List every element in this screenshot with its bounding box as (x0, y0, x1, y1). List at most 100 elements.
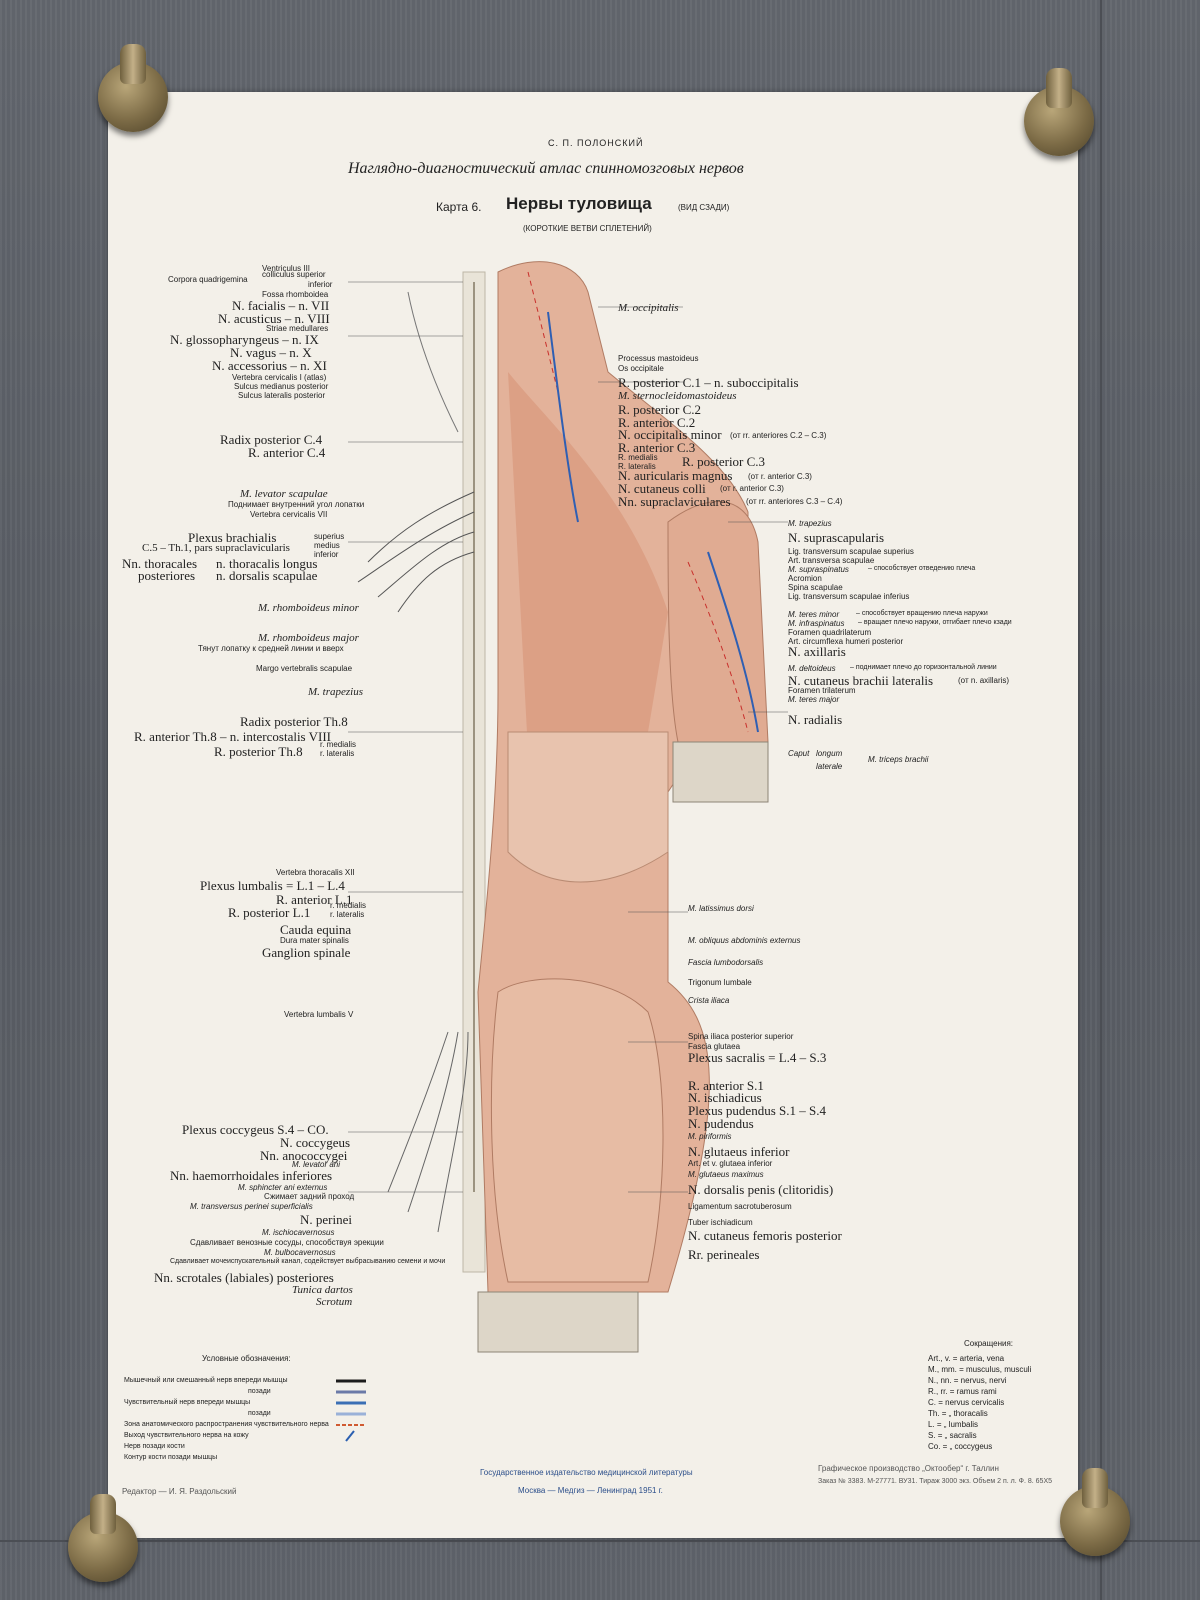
brass-weight (1024, 68, 1094, 156)
label: N. ischiadicus (688, 1090, 762, 1105)
label: Caput (788, 749, 810, 758)
floor-seam (0, 1540, 1200, 1542)
abbr-item: Th. = „ thoracalis (928, 1409, 988, 1418)
label: Ganglion spinale (262, 945, 351, 960)
label: Поднимает внутренний угол лопатки (228, 500, 365, 509)
abbr-item: C. = nervus cervicalis (928, 1398, 1005, 1407)
legend-swatches (336, 1379, 366, 1442)
abbr-item: Co. = „ coccygeus (928, 1442, 993, 1451)
label: R. posterior C.2 (618, 402, 702, 417)
map-number: Карта 6. (436, 200, 482, 214)
label: N. pudendus (688, 1116, 754, 1131)
label: colliculus superior (262, 270, 326, 279)
label: Fossa rhomboidea (262, 290, 329, 299)
label: N. axillaris (788, 644, 846, 659)
label: – способствует вращению плеча наружи (856, 610, 988, 617)
label: Vertebra cervicalis VII (250, 510, 328, 519)
view-label: (ВИД СЗАДИ) (678, 203, 730, 212)
label: – поднимает плечо до горизонтальной лини… (850, 664, 997, 671)
label: r. lateralis (330, 910, 365, 919)
label: Nn. supraclaviculares (618, 494, 731, 509)
label: N. cutaneus brachii lateralis (788, 673, 934, 688)
label: M. transversus perinei superficialis (190, 1202, 313, 1211)
label: inferior (308, 280, 333, 289)
label: M. trapezius (308, 686, 363, 698)
label: Margo vertebralis scapulae (256, 664, 353, 673)
label: M. rhomboideus minor (258, 602, 359, 614)
label: M. levator ani (292, 1160, 341, 1169)
label: M. glutaeus maximus (688, 1170, 764, 1179)
label: R. medialis (618, 453, 658, 462)
label: Сдавливает мочеиспускательный канал, сод… (170, 1258, 446, 1265)
arm-cut-end (672, 741, 769, 803)
legend-item: позади (248, 1410, 271, 1417)
label: Scrotum (316, 1296, 353, 1308)
label: Plexus brachialis (188, 530, 277, 545)
spinal-cord-drawing (357, 271, 486, 1273)
label: M. ischiocavernosus (262, 1228, 335, 1237)
label: N. occipitalis minor (618, 427, 722, 442)
label: M. deltoideus (788, 664, 836, 673)
label: R. posterior C.1 – n. suboccipitalis (618, 375, 799, 390)
label: R. lateralis (618, 462, 656, 471)
label: R. posterior C.3 (682, 454, 766, 469)
label: – вращает плечо наружи, отгибает плечо к… (858, 619, 1012, 626)
label: Plexus sacralis = L.4 – S.3 (688, 1050, 827, 1065)
label: M. supraspinatus (788, 565, 849, 574)
label: Plexus lumbalis = L.1 – L.4 (200, 878, 345, 893)
label: Plexus coccygeus S.4 – CO. (182, 1122, 329, 1137)
label: N. glossopharyngeus – n. IX (170, 332, 319, 347)
label: M. latissimus dorsi (688, 904, 754, 913)
label: n. thoracalis longus (216, 556, 318, 571)
label: Os occipitale (618, 364, 664, 373)
anatomy-poster: С. П. ПОЛОНСКИЙ Наглядно-диагностический… (108, 92, 1078, 1538)
label: Vertebra thoracalis XII (276, 868, 355, 877)
label: M. piriformis (688, 1132, 732, 1141)
label: M. sphincter ani externus (238, 1183, 328, 1192)
label: (от rr. anteriores C.3 – C.4) (746, 497, 843, 506)
label: Ventriculus III (262, 264, 311, 273)
label: Corpora quadrigemina (168, 275, 248, 284)
leg-cut-end (477, 1291, 639, 1353)
label: Tunica dartos (292, 1284, 353, 1296)
label: N. cutaneus colli (618, 481, 706, 496)
label: Nn. thoracales (122, 556, 198, 571)
label: N. suprascapularis (788, 530, 885, 545)
label: Rr. perineales (688, 1247, 760, 1262)
author: С. П. ПОЛОНСКИЙ (548, 138, 644, 148)
label: Cauda equina (280, 922, 352, 937)
abbr-item: S. = „ sacralis (928, 1431, 977, 1440)
label: R. anterior C.4 (248, 445, 326, 460)
label: posteriores (138, 568, 196, 583)
label: Dura mater spinalis (280, 936, 349, 945)
label: M. triceps brachii (868, 755, 929, 764)
label: Ligamentum sacrotuberosum (688, 1202, 792, 1211)
label: R. posterior Th.8 (214, 744, 303, 759)
label: Тянут лопатку к средней линии и вверх (198, 644, 344, 653)
label: r. medialis (320, 740, 357, 749)
label: Art. et v. glutaea inferior (688, 1159, 773, 1168)
label: M. sternocleidomastoideus (618, 390, 737, 402)
label: M. levator scapulae (240, 488, 328, 500)
label: M. teres major (788, 695, 840, 704)
legend-item: позади (248, 1388, 271, 1395)
abbr-item: Art., v. = arteria, vena (928, 1354, 1005, 1363)
label: Fascia lumbodorsalis (688, 958, 764, 967)
label: Nn. haemorrhoidales inferiores (170, 1168, 333, 1183)
abbr-item: M., mm. = musculus, musculi (928, 1365, 1032, 1374)
publisher: Государственное издательство медицинской… (480, 1468, 693, 1477)
label: medius (314, 541, 340, 550)
label: R. anterior C.2 (618, 415, 696, 430)
label: N. radialis (788, 712, 843, 727)
label: Foramen quadrilaterum (788, 628, 872, 637)
label: (от r. anterior C.3) (720, 484, 784, 493)
label: Sulcus medianus posterior (234, 382, 329, 391)
label: inferior (314, 550, 339, 559)
subtitle: (КОРОТКИЕ ВЕТВИ СПЛЕТЕНИЙ) (523, 224, 652, 233)
brass-weight (98, 44, 168, 132)
label: N. facialis – n. VII (232, 298, 330, 313)
label: Processus mastoideus (618, 354, 699, 363)
label: Vertebra lumbalis V (284, 1010, 354, 1019)
label: (от n. axillaris) (958, 676, 1010, 685)
label: Сдавливает венозные сосуды, способствуя … (190, 1238, 384, 1247)
